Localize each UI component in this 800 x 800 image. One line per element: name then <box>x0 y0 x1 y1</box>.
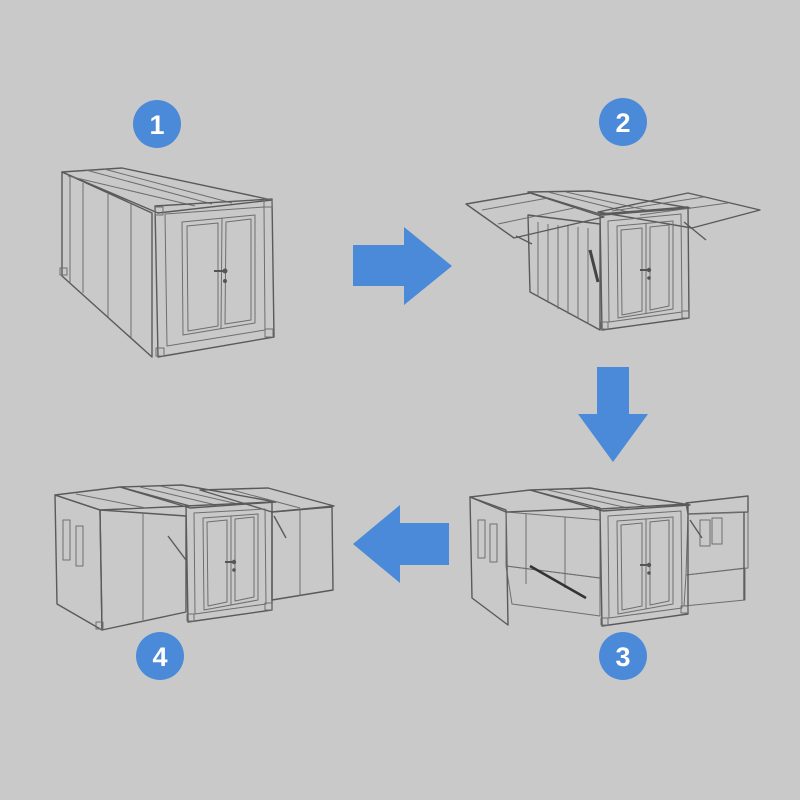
arrow-left-icon <box>353 505 449 583</box>
step-number-4: 4 <box>152 642 167 672</box>
step-badge-4: 4 <box>136 632 184 680</box>
door-handle-icon <box>214 268 228 283</box>
step-number-1: 1 <box>149 110 164 140</box>
step-3-container <box>469 487 749 627</box>
step-2-container <box>465 190 761 331</box>
step-1-container <box>59 167 275 358</box>
door-handle-icon <box>640 267 652 280</box>
arrow-right-icon <box>353 227 452 305</box>
step-badge-3: 3 <box>599 632 647 680</box>
door-handle-icon <box>225 559 237 572</box>
door-handle-icon <box>640 562 652 575</box>
step-number-3: 3 <box>615 642 630 672</box>
step-badge-2: 2 <box>599 98 647 146</box>
step-4-container <box>54 484 335 631</box>
step-number-2: 2 <box>615 108 630 138</box>
step-badge-1: 1 <box>133 100 181 148</box>
arrow-down-icon <box>578 367 648 462</box>
